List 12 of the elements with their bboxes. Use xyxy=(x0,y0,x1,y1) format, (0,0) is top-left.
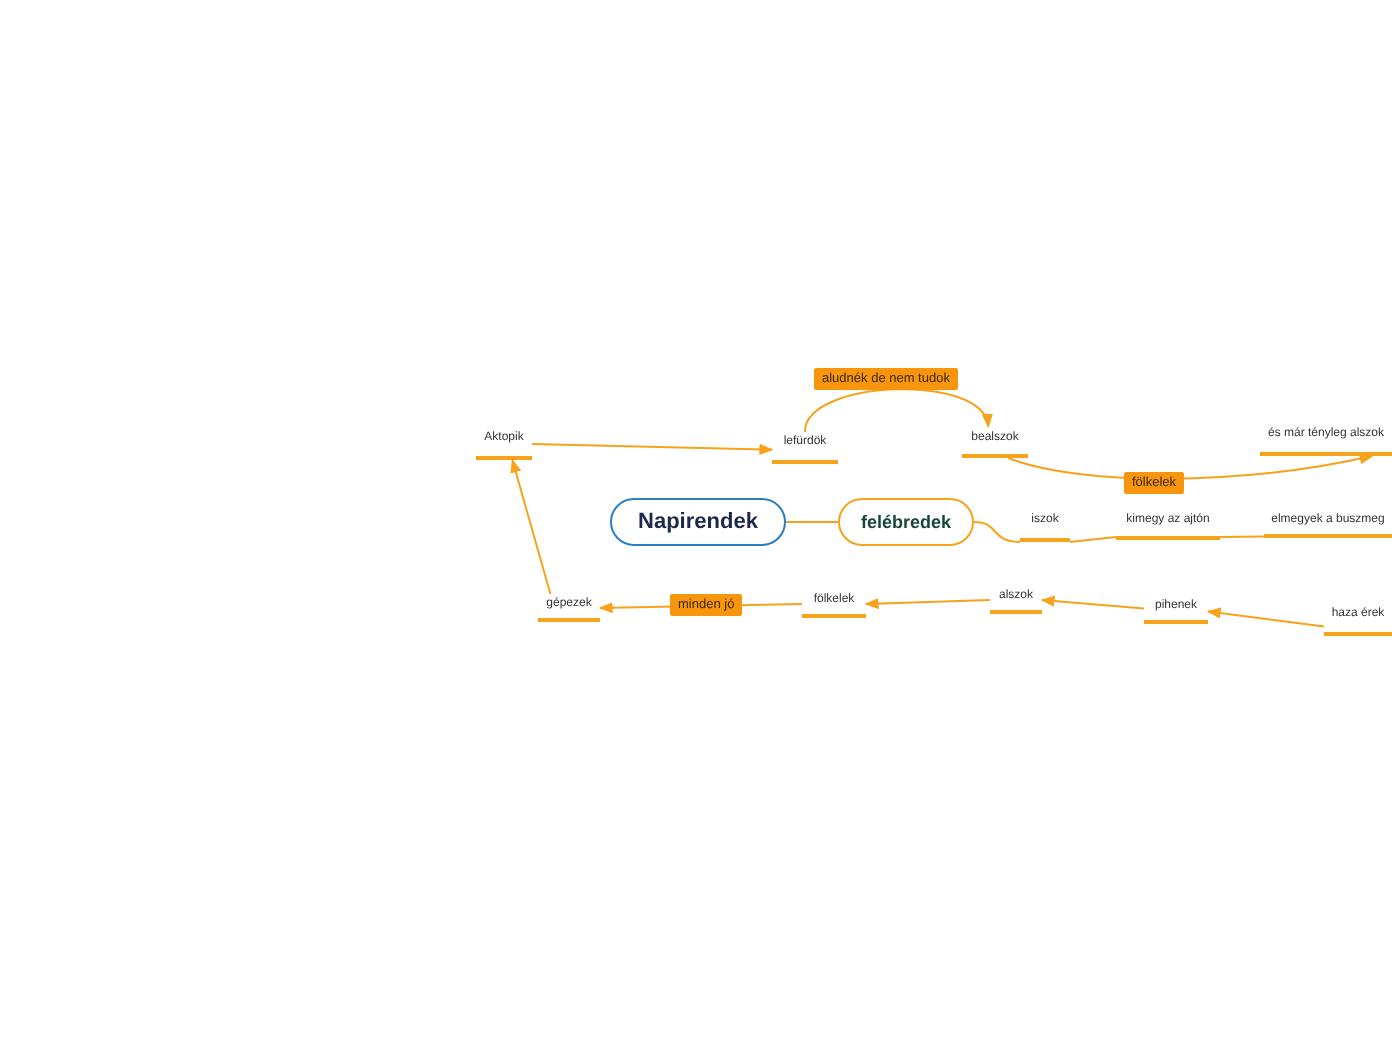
connector-line xyxy=(785,521,839,523)
arrow xyxy=(804,388,990,433)
connector-line xyxy=(1219,535,1265,538)
arrow xyxy=(1206,607,1325,628)
arrow xyxy=(531,443,774,455)
central-topic: Napirendek xyxy=(610,498,786,546)
arrow xyxy=(510,458,552,595)
arrow xyxy=(1040,595,1145,610)
arrow xyxy=(864,598,991,610)
connector-line xyxy=(1069,536,1117,543)
main-topic: felébredek xyxy=(838,498,974,546)
connector-line xyxy=(973,521,1021,543)
